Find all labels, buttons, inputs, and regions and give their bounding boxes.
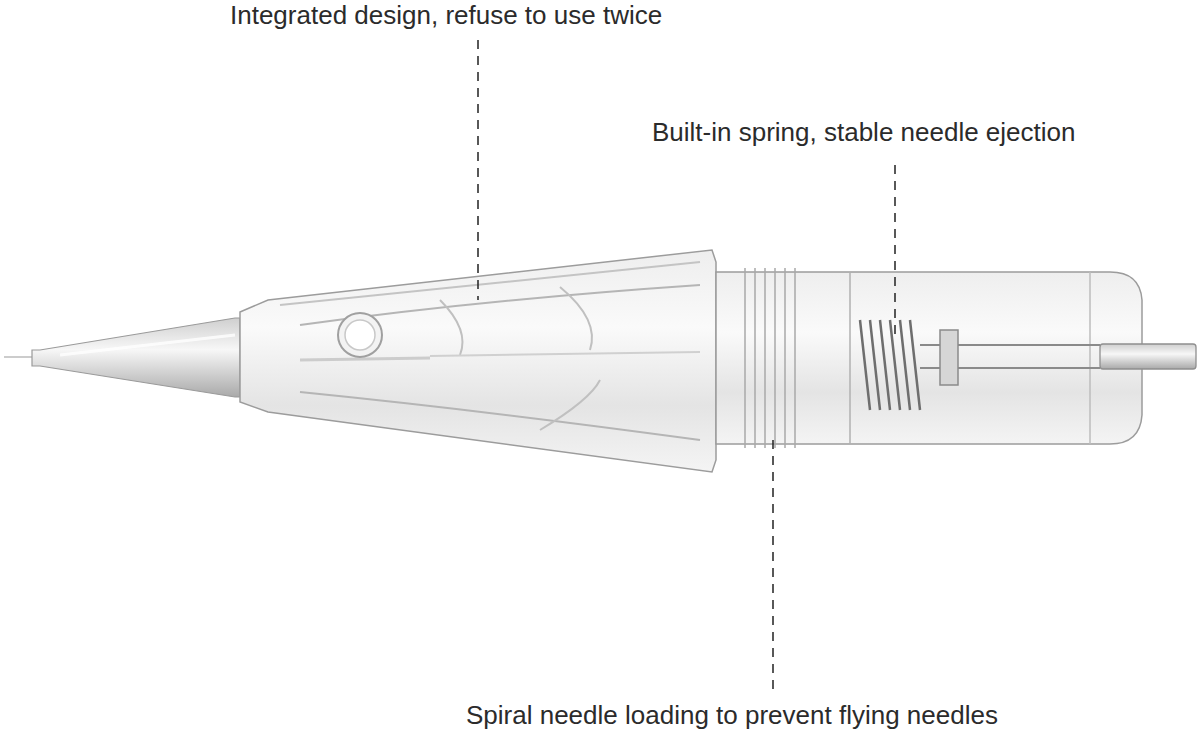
callout-label: Built-in spring, stable needle ejection [652,117,1075,148]
callout-label: Spiral needle loading to prevent flying … [466,700,998,731]
callout-label: Integrated design, refuse to use twice [230,0,662,31]
